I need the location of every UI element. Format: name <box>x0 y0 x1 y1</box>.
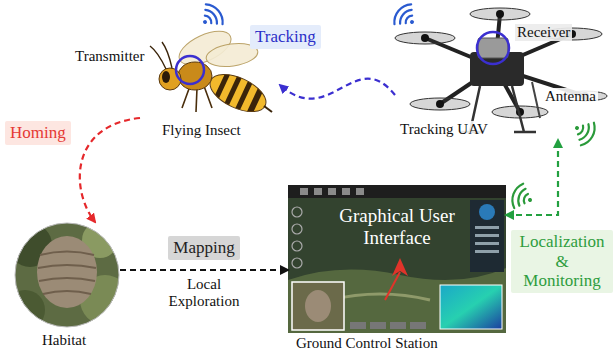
edge-label: Mapping <box>168 236 239 260</box>
node-caption: Habitat <box>42 332 86 349</box>
node-caption: Flying Insect <box>162 122 241 139</box>
dashed-connector <box>506 140 558 215</box>
gui-screenshot <box>288 185 506 333</box>
part-label: Transmitter <box>75 48 144 65</box>
annotation-label: Local Exploration <box>160 276 248 311</box>
habitat-photo <box>5 220 130 335</box>
uav-figure <box>395 8 607 132</box>
edge-label: Homing <box>5 121 71 145</box>
gcs-node: Graphical User InterfaceGround Control S… <box>288 185 506 353</box>
part-label: Antenna <box>543 88 598 105</box>
dashed-connector <box>80 118 140 222</box>
uav-node: ReceiverAntennaTracking UAV <box>395 0 610 140</box>
node-caption: Ground Control Station <box>296 335 438 352</box>
edge-label: Tracking <box>250 25 321 49</box>
node-caption: Tracking UAV <box>398 121 490 138</box>
habitat-node: Habitat <box>15 222 120 350</box>
part-label: Receiver <box>515 24 572 41</box>
edge-label: Localization & Monitoring <box>511 230 613 293</box>
dashed-connector <box>280 79 395 99</box>
signal-symbol <box>195 1 599 213</box>
dashed-connector <box>120 269 288 271</box>
overlay-title: Graphical User Interface <box>316 205 478 249</box>
